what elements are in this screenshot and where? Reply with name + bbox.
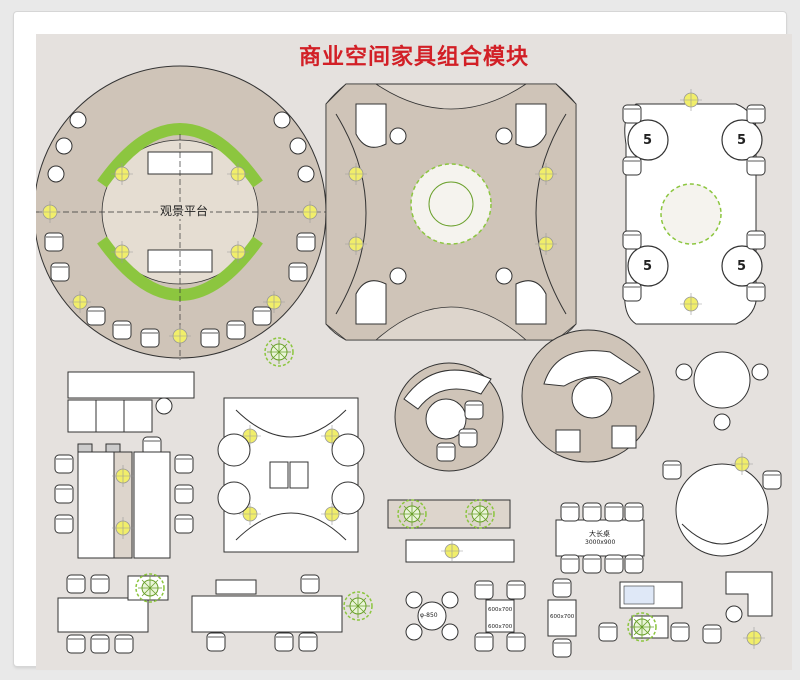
planter-sofa-module: [387, 499, 515, 563]
armchair-pod-module: [217, 397, 365, 553]
sofa-ring-module: [394, 362, 504, 472]
long-table-dims: 3000x900: [585, 539, 616, 546]
round-meeting-module: [662, 351, 782, 557]
workstation-module: [54, 371, 195, 559]
long-table-module: [555, 502, 645, 574]
square-table-dims: 600x700: [550, 614, 575, 620]
round-table-dims: φ-850: [420, 612, 438, 619]
drawing-sheet: 商业空间家具组合模块 观景平台 5 5 5 5 大长桌 3000x900 φ-8…: [14, 12, 792, 670]
table-number-label: 5: [643, 259, 653, 274]
square-table-dims: 600x700: [488, 624, 513, 630]
lounge-square-module: [325, 83, 577, 341]
floor-plan-canvas: 商业空间家具组合模块 观景平台 5 5 5 5 大长桌 3000x900 φ-8…: [36, 34, 792, 670]
table-cluster-module: [622, 88, 766, 325]
table-number-label: 5: [643, 133, 653, 148]
curved-booth-module: [521, 329, 655, 463]
long-table-label: 大长桌: [589, 530, 610, 538]
table-number-label: 5: [737, 259, 747, 274]
platform-label: 观景平台: [158, 202, 211, 219]
table-number-label: 5: [737, 133, 747, 148]
furniture-plan-drawing: [36, 65, 782, 658]
page-title: 商业空间家具组合模块: [298, 45, 529, 70]
square-table-dims: 600x700: [488, 607, 513, 613]
bottom-row-module: [57, 571, 773, 658]
